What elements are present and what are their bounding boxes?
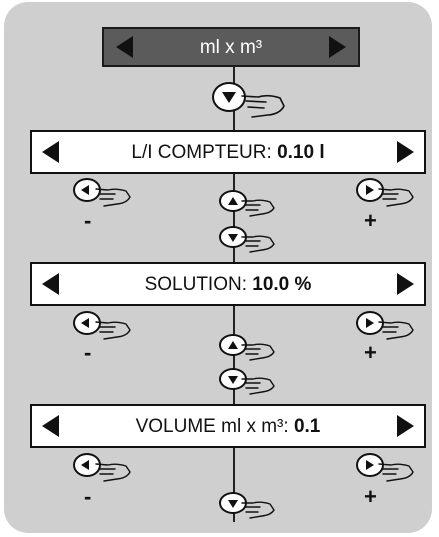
left-arrow-icon[interactable] [42, 415, 59, 437]
down-triangle-icon [222, 92, 236, 103]
increase-button[interactable] [356, 453, 384, 477]
left-triangle-icon [81, 185, 89, 195]
pointing-hand-icon [378, 463, 414, 482]
pointing-hand-icon [95, 188, 131, 207]
down-triangle-icon [228, 500, 238, 508]
pointing-hand-icon [241, 501, 275, 519]
left-arrow-icon[interactable] [42, 141, 59, 163]
minus-sign: - [84, 484, 92, 509]
pointing-hand-icon [241, 235, 275, 253]
pointing-hand-icon [241, 199, 275, 217]
setting-label: L/I COMPTEUR: 0.10 l [131, 142, 325, 163]
plus-sign: + [364, 208, 377, 233]
pointing-hand-icon [241, 377, 275, 395]
pointing-hand-icon [95, 463, 131, 482]
setting-label: VOLUME ml x m³: 0.1 [135, 416, 321, 437]
increase-button[interactable] [356, 178, 384, 202]
minus-sign: - [84, 340, 92, 365]
pointing-hand-icon [241, 94, 285, 118]
setting-label: SOLUTION: 10.0 % [144, 274, 312, 295]
down-button[interactable] [212, 82, 246, 112]
down-triangle-icon [228, 234, 238, 242]
left-triangle-icon [81, 318, 89, 328]
setting-bar-solution: SOLUTION: 10.0 % [30, 262, 426, 306]
decrease-button[interactable] [73, 453, 101, 477]
up-triangle-icon [228, 341, 238, 349]
right-triangle-icon [366, 318, 374, 328]
plus-sign: + [364, 340, 377, 365]
pointing-hand-icon [95, 321, 131, 340]
up-triangle-icon [228, 197, 238, 205]
mode-label: ml x m³ [199, 37, 263, 58]
mode-display-header: ml x m³ [102, 27, 360, 67]
setting-bar-volume: VOLUME ml x m³: 0.1 [30, 404, 426, 448]
setting-value: 0.1 [293, 416, 321, 437]
right-arrow-icon[interactable] [397, 273, 414, 295]
right-arrow-icon[interactable] [397, 141, 414, 163]
setting-value: 0.10 l [277, 142, 325, 163]
left-arrow-icon[interactable] [42, 273, 59, 295]
left-arrow-icon[interactable] [116, 36, 133, 58]
setting-value: 10.0 % [252, 274, 312, 295]
pointing-hand-icon [378, 321, 414, 340]
pointing-hand-icon [378, 188, 414, 207]
right-triangle-icon [366, 185, 374, 195]
pointing-hand-icon [241, 343, 275, 361]
right-arrow-icon[interactable] [397, 415, 414, 437]
right-triangle-icon [366, 460, 374, 470]
right-arrow-icon[interactable] [329, 36, 346, 58]
plus-sign: + [364, 484, 377, 509]
minus-sign: - [84, 208, 92, 233]
down-triangle-icon [228, 376, 238, 384]
left-triangle-icon [81, 460, 89, 470]
setting-bar-counter: L/I COMPTEUR: 0.10 l [30, 130, 426, 174]
